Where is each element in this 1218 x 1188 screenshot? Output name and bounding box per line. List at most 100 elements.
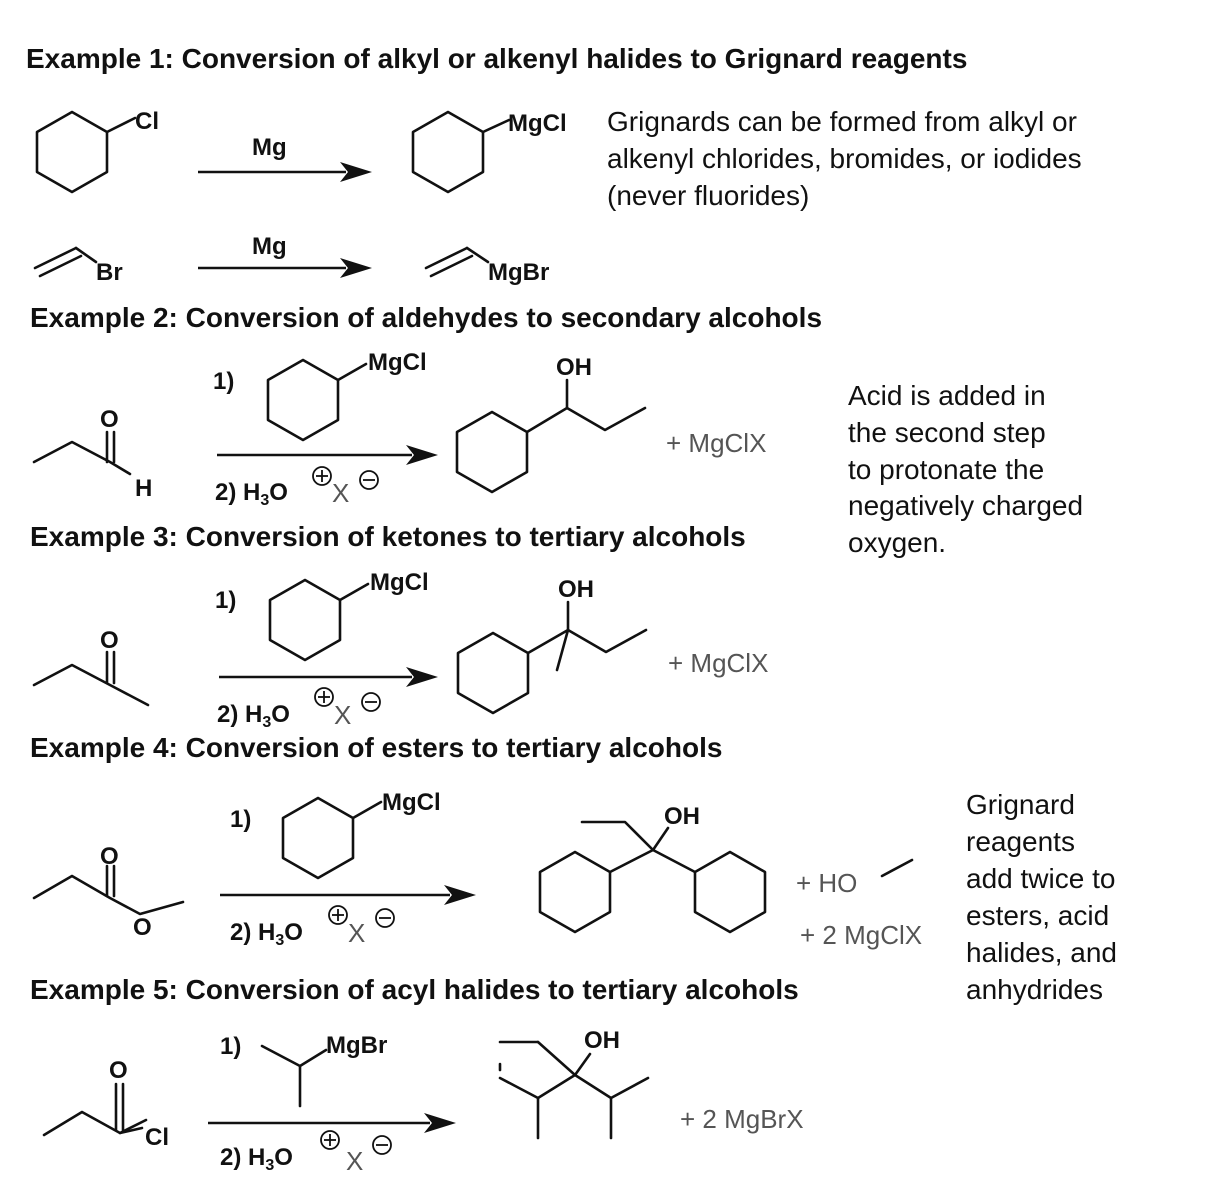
carbon-chain [32, 440, 132, 476]
step-2-label: 2) H3O [230, 919, 303, 949]
carbon-backbone [498, 1073, 650, 1100]
c-c-double-bond-b [429, 254, 474, 278]
cyclohexylmagnesium-chloride: MgCl [411, 110, 567, 194]
step-2-acid-workup: 2) H3O X [220, 1130, 392, 1176]
oxygen-label: O [100, 406, 119, 433]
plus-charge-icon [312, 466, 332, 486]
vinyl-bromide: Br [33, 246, 123, 286]
oxygen-label: O [109, 1057, 128, 1084]
c-mg-bond [465, 246, 490, 264]
example-4-heading: Example 4: Conversion of esters to terti… [30, 732, 722, 763]
hydroxyl-label: OH [664, 803, 700, 830]
product-label: MgCl [508, 110, 567, 137]
vinylmagnesium-bromide: MgBr [424, 246, 549, 286]
c-br-bond [74, 246, 98, 264]
example-1-heading: Example 1: Conversion of alkyl or alkeny… [26, 43, 967, 74]
c-ring-bond-right [651, 848, 697, 874]
byproduct-label: + MgClX [668, 648, 768, 678]
dicyclohexyl-tertiary-alcohol-product: OH [538, 803, 767, 934]
grignard-label: MgCl [370, 569, 429, 596]
carbon-chain [525, 406, 647, 434]
reaction-arrow-1b: Mg [198, 233, 372, 278]
ethyl-bond [536, 1040, 577, 1077]
c-c-double-bond-b [38, 254, 83, 278]
c-c-double-bond-a [33, 246, 78, 270]
reaction-arrow-2 [217, 445, 438, 465]
butanone: O [32, 627, 150, 707]
minus-charge-icon [375, 908, 395, 928]
cyclohexylmagnesium-chloride: MgCl [268, 569, 429, 662]
c-oh-bond [651, 826, 670, 852]
hydroxyl-label: OH [584, 1027, 620, 1054]
chlorine-label: Cl [145, 1124, 169, 1151]
oxygen-label: O [100, 627, 119, 654]
example-2: Example 2: Conversion of aldehydes to se… [30, 302, 1091, 558]
c-mg-bond [351, 800, 383, 820]
cyclohexane-ring [35, 110, 109, 194]
counterion-label: X [348, 918, 365, 948]
reaction-arrow-4 [220, 885, 476, 905]
grignard-label: MgCl [368, 349, 427, 376]
c-mg-bond [338, 582, 370, 602]
c-ring-bond-left [608, 848, 655, 874]
c-cl-bond [118, 1126, 144, 1135]
cyclohexyl-chloride: Cl [35, 108, 159, 194]
diisopropyl-tertiary-alcohol-product: OH [498, 1027, 650, 1140]
step-1-label: 1) [220, 1033, 241, 1060]
carbon-chain [526, 628, 648, 655]
step-1-label: 1) [230, 806, 251, 833]
secondary-alcohol-product: OH [455, 354, 647, 494]
ester-oxygen-label: O [133, 914, 152, 941]
example-1: Example 1: Conversion of alkyl or alkeny… [26, 43, 1089, 286]
c-mg-bond [336, 362, 368, 382]
step-1-label: 1) [215, 587, 236, 614]
cyclohexane-ring [268, 578, 342, 662]
methyl-bond [880, 858, 914, 878]
step-2-label: 2) H3O [215, 479, 288, 509]
isopropyl-chain [260, 1044, 328, 1068]
grignard-label: MgBr [326, 1032, 387, 1059]
step-2-acid-workup: 2) H3O X [230, 905, 395, 949]
hydroxyl-label: OH [558, 576, 594, 603]
hydrogen-label: H [135, 475, 152, 502]
counterion-label: X [334, 700, 351, 730]
bromine-label: Br [96, 259, 123, 286]
step-2-label: 2) H3O [220, 1144, 293, 1174]
example-5: Example 5: Conversion of acyl halides to… [30, 974, 804, 1176]
example-3: Example 3: Conversion of ketones to tert… [30, 521, 768, 731]
cyclohexane-ring-right [693, 850, 767, 934]
example-5-heading: Example 5: Conversion of acyl halides to… [30, 974, 799, 1005]
product-label: MgBr [488, 259, 549, 286]
propanoyl-chloride: O Cl [42, 1057, 169, 1151]
reagent-label: Mg [252, 134, 287, 161]
reagent-label: Mg [252, 233, 287, 260]
cyclohexane-ring [455, 410, 529, 494]
reaction-arrow-3 [219, 667, 438, 687]
example-3-heading: Example 3: Conversion of ketones to tert… [30, 521, 746, 552]
carbonyl-oxygen-label: O [100, 843, 119, 870]
propanal: O H [32, 406, 152, 502]
byproduct-1-label: + HO [796, 868, 857, 898]
cyclohexane-ring [411, 110, 485, 194]
example-2-heading: Example 2: Conversion of aldehydes to se… [30, 302, 822, 333]
grignard-label: MgCl [382, 789, 441, 816]
counterion-label: X [332, 478, 349, 508]
carbon-chain [32, 874, 185, 916]
example-1-note: Grignards can be formed from alkyl or al… [607, 106, 1089, 211]
c-c-double-bond-a [424, 246, 469, 270]
reaction-arrow-5 [208, 1113, 456, 1133]
c-oh-bond [573, 1052, 592, 1077]
step-1-label: 1) [213, 368, 234, 395]
example-2-note: Acid is added in the second step to prot… [848, 380, 1091, 558]
cyclohexane-ring [281, 796, 355, 880]
example-4-note: Grignard reagents add twice to esters, a… [966, 789, 1125, 1005]
step-2-acid-workup: 2) H3O X [215, 466, 379, 509]
chlorine-label: Cl [135, 108, 159, 135]
byproduct-label: + MgClX [666, 428, 766, 458]
carbon-chain [42, 1110, 148, 1137]
c-cl-bond [105, 116, 137, 134]
carbon-chain [32, 663, 150, 707]
methanol-byproduct: + HO [796, 858, 914, 898]
methyl-bond [555, 628, 570, 672]
